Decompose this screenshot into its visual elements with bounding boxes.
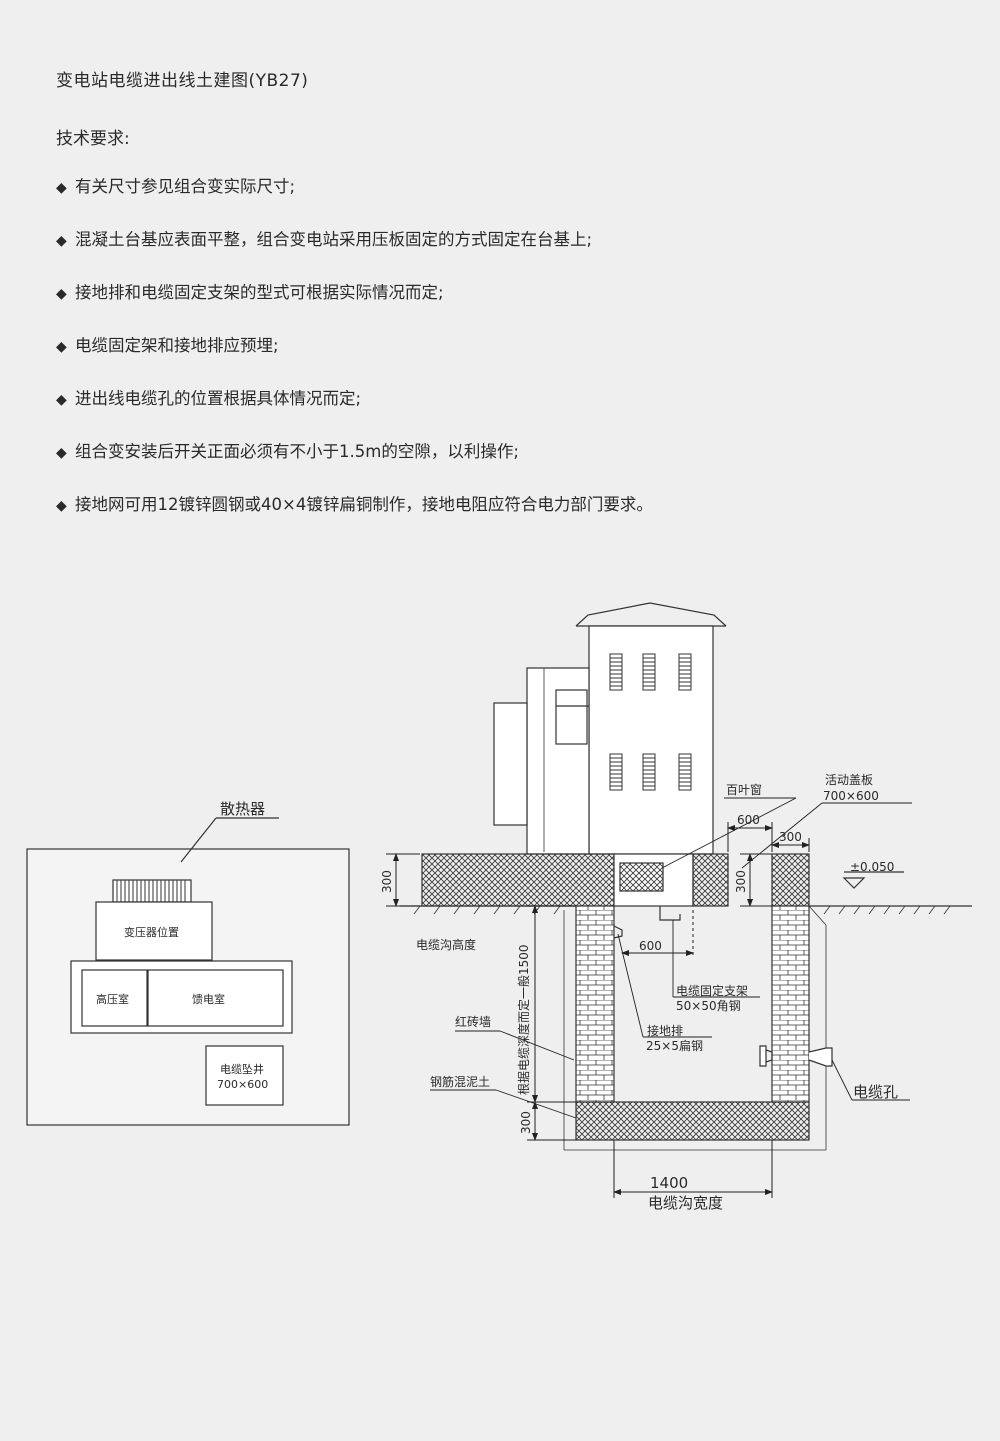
requirement-item: ◆ 混凝土台基应表面平整，组合变电站采用压板固定的方式固定在台基上; <box>56 229 653 282</box>
requirement-item: ◆ 组合变安装后开关正面必须有不小于1.5m的空隙，以利操作; <box>56 441 653 494</box>
cable-hole-flange <box>765 1049 773 1063</box>
brick-wall-label: 红砖墙 <box>455 1014 491 1029</box>
foundation-slab <box>421 853 615 907</box>
diamond-bullet-icon: ◆ <box>56 339 67 355</box>
requirement-text: 接地排和电缆固定支架的型式可根据实际情况而定; <box>75 283 444 302</box>
diamond-bullet-icon: ◆ <box>56 392 67 408</box>
concrete-label: 钢筋混泥土 <box>430 1074 490 1089</box>
feeder-room-label: 馈电室 <box>192 992 225 1006</box>
cabinet-panel <box>555 689 588 745</box>
diamond-bullet-icon: ◆ <box>56 286 67 302</box>
cable-shaft-box <box>205 1045 284 1106</box>
dim-300-mid-label: 300 <box>734 870 748 893</box>
ground-slope <box>808 905 827 926</box>
requirement-text: 进出线电缆孔的位置根据具体情况而定; <box>75 389 362 408</box>
ground-bar-size-label: 25×5扁钢 <box>646 1039 703 1053</box>
dim-300-left-label: 300 <box>380 870 394 893</box>
diamond-bullet-icon: ◆ <box>56 498 67 514</box>
ground-hatch <box>823 905 951 915</box>
requirement-text: 接地网可用12镀锌圆钢或40×4镀锌扁铜制作，接地电阻应符合电力部门要求。 <box>75 495 653 514</box>
requirements-title: 技术要求: <box>56 129 130 149</box>
requirement-item: ◆ 接地排和电缆固定支架的型式可根据实际情况而定; <box>56 282 653 335</box>
cable-hole-label: 电缆孔 <box>853 1083 898 1101</box>
hv-room-label: 高压室 <box>96 992 129 1006</box>
page-title: 变电站电缆进出线土建图(YB27) <box>56 71 309 91</box>
roof <box>575 602 727 627</box>
dim-600-mid-label: 600 <box>639 939 662 953</box>
brick-wall-left <box>575 905 615 1103</box>
ground-hatch-left <box>413 905 561 915</box>
cable-bracket <box>659 906 681 921</box>
cable-shaft-label: 电缆坠井 <box>220 1062 264 1076</box>
requirement-item: ◆ 电缆固定架和接地排应预埋; <box>56 335 653 388</box>
dimension-lines <box>386 822 810 1198</box>
cover-size-label: 700×600 <box>823 789 879 803</box>
requirement-item: ◆ 有关尺寸参见组合变实际尺寸; <box>56 176 653 229</box>
plan-view <box>26 817 350 1126</box>
requirement-text: 混凝土台基应表面平整，组合变电站采用压板固定的方式固定在台基上; <box>75 230 593 249</box>
requirement-item: ◆ 接地网可用12镀锌圆钢或40×4镀锌扁铜制作，接地电阻应符合电力部门要求。 <box>56 494 653 547</box>
ground-bar <box>613 925 623 939</box>
requirements-list: ◆ 有关尺寸参见组合变实际尺寸; ◆ 混凝土台基应表面平整，组合变电站采用压板固定的… <box>56 176 653 547</box>
dim-600-top-label: 600 <box>737 813 760 827</box>
elevation-triangle <box>842 877 866 889</box>
feeder-room-box <box>147 969 284 1027</box>
louver-upper <box>609 653 692 691</box>
cover-slab-right <box>771 853 810 907</box>
hv-room-box <box>81 969 148 1027</box>
diamond-bullet-icon: ◆ <box>56 445 67 461</box>
requirement-item: ◆ 进出线电缆孔的位置根据具体情况而定; <box>56 388 653 441</box>
section-view <box>400 602 972 1151</box>
cable-hole-right <box>808 1047 833 1067</box>
diamond-bullet-icon: ◆ <box>56 180 67 196</box>
ground-bar-label: 接地排 <box>647 1023 683 1038</box>
louver-vent <box>619 862 664 892</box>
transformer-label: 变压器位置 <box>124 925 179 939</box>
radiator-leader-line <box>180 817 217 863</box>
bracket-size-label: 50×50角钢 <box>676 999 741 1013</box>
louver-label: 百叶窗 <box>726 783 762 797</box>
cover-label: 活动盖板 <box>825 773 873 787</box>
width-value-label: 1400 <box>650 1174 688 1192</box>
bottom-concrete <box>575 1101 810 1141</box>
dim-300-bottom-label: 300 <box>519 1111 533 1134</box>
dim-300-top-label: 300 <box>779 830 802 844</box>
cabinet-radiator <box>493 702 528 826</box>
diamond-bullet-icon: ◆ <box>56 233 67 249</box>
section-labels: 百叶窗 活动盖板 700×600 600 300 ±0.050 300 300 … <box>380 773 898 1212</box>
leader-lines <box>430 797 912 1119</box>
transformer-position-box <box>95 901 213 961</box>
elevation-label: ±0.050 <box>850 860 894 874</box>
louver-lower <box>609 753 692 791</box>
rooms-frame <box>70 960 293 1034</box>
requirement-text: 组合变安装后开关正面必须有不小于1.5m的空隙，以利操作; <box>75 442 519 461</box>
radiator-label: 散热器 <box>220 800 265 818</box>
depth-note-label: 根据电缆深度而定一般1500 <box>516 944 531 1095</box>
cable-hole-left <box>759 1045 767 1067</box>
radiator-fins <box>116 880 186 902</box>
plan-labels: 散热器 变压器位置 高压室 馈电室 电缆坠井 700×600 <box>96 800 268 1091</box>
width-label: 电缆沟宽度 <box>648 1194 723 1212</box>
bracket-label: 电缆固定支架 <box>676 983 748 998</box>
foundation-slab-right <box>692 853 729 907</box>
brick-wall-right <box>771 905 810 1103</box>
cable-shaft-size-label: 700×600 <box>217 1078 268 1091</box>
requirement-text: 电缆固定架和接地排应预埋; <box>75 336 279 355</box>
requirement-text: 有关尺寸参见组合变实际尺寸; <box>75 177 296 196</box>
trench-height-label: 电缆沟高度 <box>416 937 476 952</box>
